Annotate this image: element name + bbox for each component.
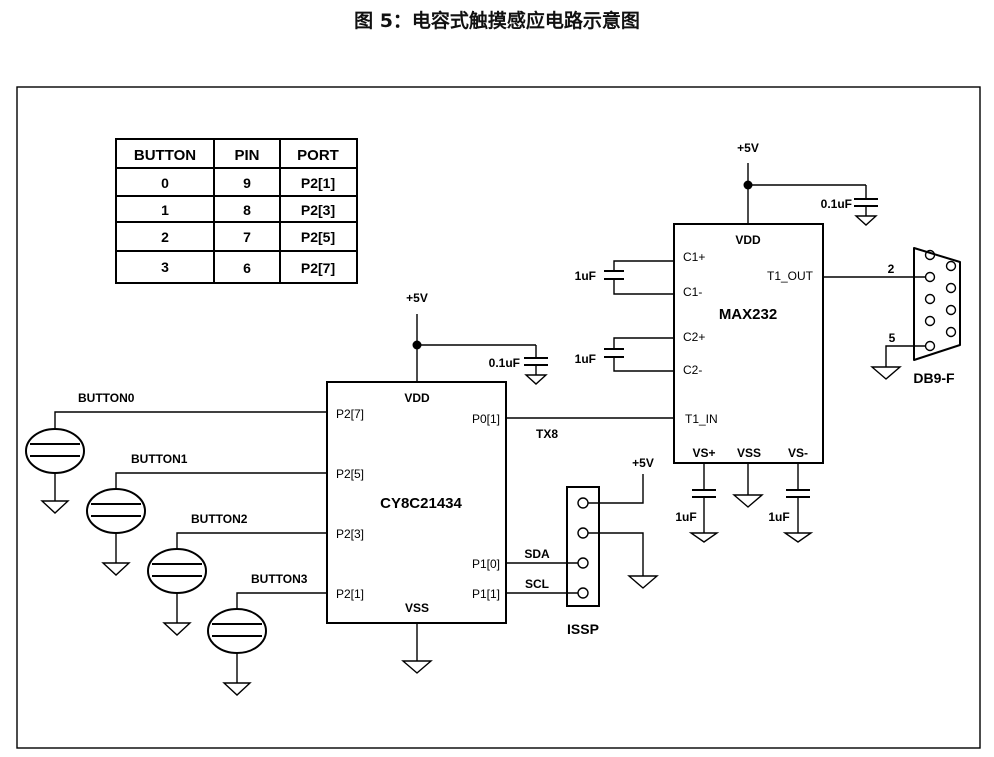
- mcu-vdd-label: VDD: [404, 391, 430, 405]
- ground-icon: [854, 215, 878, 226]
- max232-pin-c1n: C1-: [683, 285, 702, 299]
- touch-button-1: BUTTON1: [86, 452, 327, 576]
- issp-supply-label: +5V: [632, 456, 654, 470]
- mcu-pin-p2-5: P2[5]: [336, 467, 364, 481]
- max232-pin-vsp: VS+: [692, 446, 715, 460]
- touch-button-3: BUTTON3: [207, 572, 327, 696]
- mcu-part-name: CY8C21434: [380, 495, 462, 512]
- table-header-port: PORT: [297, 147, 339, 164]
- mcu-pin-p2-1: P2[1]: [336, 587, 364, 601]
- mcu-pin-p2-7: P2[7]: [336, 407, 364, 421]
- ground-icon: [688, 532, 720, 543]
- issp-header: ISSP +5V SDA SCL: [506, 456, 659, 637]
- ground-icon: [222, 682, 252, 696]
- ground-icon: [732, 494, 764, 508]
- cap-label: 1uF: [575, 352, 596, 366]
- table-cell: P2[7]: [301, 260, 335, 276]
- button-label: BUTTON3: [251, 572, 308, 586]
- table-cell: 1: [161, 202, 169, 218]
- max232-vdd-label: VDD: [735, 233, 761, 247]
- issp-label: ISSP: [567, 621, 599, 637]
- table-cell: 8: [243, 202, 251, 218]
- db9-pin-tx-label: 2: [888, 262, 895, 276]
- cap-label: 1uF: [575, 269, 596, 283]
- max232-chip: VDD MAX232 C1+ C1- C2+ C2- T1_IN T1_OUT …: [673, 223, 824, 464]
- db9-pin-gnd-label: 5: [889, 331, 896, 345]
- max232-pin-c1p: C1+: [683, 250, 705, 264]
- scl-label: SCL: [525, 577, 549, 591]
- mcu-pin-p0-1: P0[1]: [472, 412, 500, 426]
- max232-pin-t1in: T1_IN: [685, 412, 718, 426]
- max232-pin-vss: VSS: [737, 446, 761, 460]
- table-cell: P2[5]: [301, 229, 335, 245]
- db9-connector: DB9-F: [913, 247, 961, 386]
- touch-button-0: BUTTON0: [25, 391, 327, 514]
- mcu-pin-p1-0: P1[0]: [472, 557, 500, 571]
- max232-supply-label: +5V: [737, 141, 759, 155]
- button-pin-table: BUTTON PIN PORT 0 9 P2[1] 1 8 P2[3] 2 7 …: [115, 138, 358, 284]
- ground-icon: [162, 622, 192, 636]
- capacitor-vsn: 1uF: [768, 463, 814, 543]
- capacitor-c1: 1uF: [575, 260, 674, 295]
- ground-icon: [524, 374, 548, 385]
- figure-title: 图 5：电容式触摸感应电路示意图: [354, 10, 640, 32]
- mcu-supply-label: +5V: [406, 291, 428, 305]
- cap-label: 1uF: [768, 510, 789, 524]
- table-header-pin: PIN: [234, 147, 259, 164]
- frame: [16, 86, 981, 749]
- max232-pin-c2p: C2+: [683, 330, 705, 344]
- ground-icon: [40, 500, 70, 514]
- table-cell: 3: [161, 259, 169, 275]
- ground-icon: [101, 562, 131, 576]
- table-cell: P2[3]: [301, 202, 335, 218]
- table-cell: 9: [243, 175, 251, 191]
- max232-part-name: MAX232: [719, 306, 777, 323]
- cap-label: 1uF: [675, 510, 696, 524]
- table-header-button: BUTTON: [134, 147, 196, 164]
- table-cell: P2[1]: [301, 175, 335, 191]
- max232-cap-label: 0.1uF: [821, 197, 852, 211]
- capacitor-vsp: 1uF: [675, 463, 720, 543]
- table-cell: 6: [243, 260, 251, 276]
- max232-pin-c2n: C2-: [683, 363, 702, 377]
- ground-icon: [627, 575, 659, 589]
- mcu-pin-p2-3: P2[3]: [336, 527, 364, 541]
- mcu-supply: +5V 0.1uF: [406, 291, 548, 385]
- max232-pin-t1out: T1_OUT: [767, 269, 814, 283]
- mcu-cap-label: 0.1uF: [489, 356, 520, 370]
- ground-icon: [782, 532, 814, 543]
- db9-label: DB9-F: [913, 370, 955, 386]
- button-label: BUTTON2: [191, 512, 248, 526]
- capacitor-c2: 1uF: [575, 337, 674, 372]
- max232-supply: +5V 0.1uF: [737, 141, 878, 226]
- mcu-vss-label: VSS: [405, 601, 429, 615]
- table-cell: 0: [161, 175, 169, 191]
- table-cell: 2: [161, 229, 169, 245]
- max232-pin-vsn: VS-: [788, 446, 808, 460]
- mcu-pin-p1-1: P1[1]: [472, 587, 500, 601]
- sda-label: SDA: [524, 547, 550, 561]
- table-cell: 7: [243, 229, 251, 245]
- button-label: BUTTON1: [131, 452, 188, 466]
- button-label: BUTTON0: [78, 391, 135, 405]
- ground-icon: [401, 660, 433, 674]
- ground-icon: [870, 366, 902, 380]
- tx8-label: TX8: [536, 427, 558, 441]
- mcu-chip: VDD VSS CY8C21434 P2[7] P2[5] P2[3] P2[1…: [326, 381, 507, 624]
- touch-button-2: BUTTON2: [147, 512, 327, 636]
